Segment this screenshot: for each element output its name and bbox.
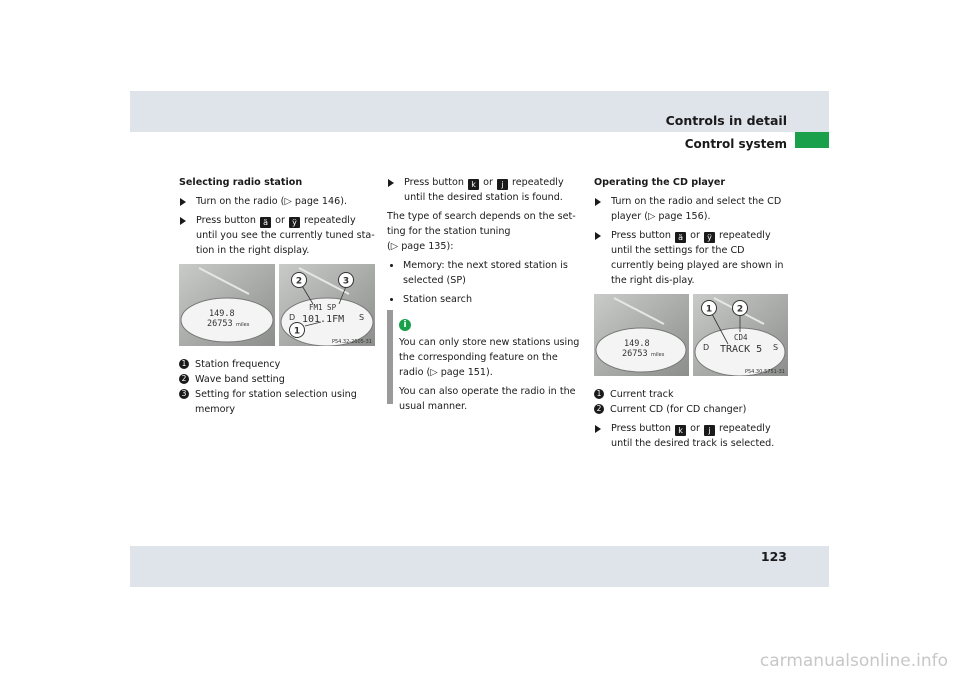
step-arrow-icon <box>595 198 601 206</box>
page-reference-arrow-icon: ▷ <box>284 196 292 207</box>
bullet-dot-icon <box>390 298 393 301</box>
step-arrow-icon <box>388 179 394 187</box>
step-press-track-button: Press button k or j repeatedly until the… <box>594 421 790 451</box>
heading-operating-cd-player: Operating the CD player <box>594 177 726 188</box>
callout-2-marker <box>291 272 307 288</box>
odometer-unit-text: miles <box>236 322 250 328</box>
column-cd-player: Operating the CD player Turn on the radi… <box>594 175 790 455</box>
bullet-dot-icon <box>390 264 393 267</box>
callout-2-marker <box>732 300 748 316</box>
info-note-bar <box>387 310 393 404</box>
display-letter-left: D <box>703 343 709 352</box>
left-display-window <box>180 297 274 343</box>
column-radio-station: Selecting radio station Turn on the radi… <box>179 175 377 417</box>
svg-text:1: 1 <box>294 327 300 337</box>
figure-code: P54.32-2605-31 <box>332 339 372 345</box>
display-key-right-icon: ÿ <box>703 232 715 243</box>
step-press-display-button: Press button ä or ÿ repeatedly until the… <box>594 228 790 288</box>
legend-number-2: 2 <box>179 374 189 384</box>
total-odometer-text: 26753 <box>207 319 233 329</box>
page-reference-arrow-icon: ▷ <box>647 211 656 222</box>
odometer-unit-text: miles <box>651 352 665 358</box>
legend-number-1: 1 <box>594 389 604 399</box>
display-letter-left: D <box>289 313 295 322</box>
radio-display-illustration: 149.8 26753 miles FM1 SP 101.1FM D S 2 3… <box>179 264 375 347</box>
header-band <box>130 91 829 132</box>
left-display-window <box>595 327 687 373</box>
chapter-tab-marker <box>795 132 829 148</box>
heading-selecting-radio-station: Selecting radio station <box>179 177 303 188</box>
callout-1-marker <box>289 322 305 338</box>
search-key-right-icon: j <box>496 179 508 190</box>
track-key-right-icon: j <box>703 425 715 436</box>
waveband-memory-text: FM1 SP <box>309 303 337 312</box>
page-number: 123 <box>760 549 787 564</box>
display-letter-right: S <box>359 313 364 322</box>
step-arrow-icon <box>595 425 601 433</box>
bullet-station-search: Station search <box>387 292 584 307</box>
page-reference-arrow-icon: ▷ <box>390 241 399 252</box>
legend-number-2: 2 <box>594 404 604 414</box>
svg-text:2: 2 <box>737 305 743 315</box>
display-key-left-icon: ä <box>260 217 272 228</box>
track-key-left-icon: k <box>675 425 687 436</box>
info-paragraph-2: You can also operate the radio in the us… <box>399 386 576 412</box>
legend-number-1: 1 <box>179 359 189 369</box>
radio-display-figure: 149.8 26753 miles FM1 SP 101.1FM D S 2 3… <box>179 264 377 351</box>
svg-text:1: 1 <box>706 305 712 315</box>
svg-text:3: 3 <box>343 277 349 287</box>
trip-odometer-text: 149.8 <box>209 309 235 319</box>
step-arrow-icon <box>595 232 601 240</box>
search-type-paragraph: The type of search depends on the set-ti… <box>387 211 576 252</box>
callout-3-marker <box>338 272 354 288</box>
display-key-right-icon: ÿ <box>288 217 300 228</box>
step-press-display-button: Press button ä or ÿ repeatedly until you… <box>179 213 377 258</box>
step-turn-on-radio: Turn on the radio (▷ page 146). <box>179 194 377 209</box>
station-frequency-text: 101.1FM <box>302 314 344 325</box>
step-arrow-icon <box>180 198 186 206</box>
display-key-left-icon: ä <box>675 232 687 243</box>
step-select-cd-player: Turn on the radio and select the CD play… <box>594 194 790 224</box>
cd-display-illustration: 149.8 26753 miles CD4 TRACK 5 D S 1 2 P5… <box>594 294 788 377</box>
section-title: Controls in detail <box>665 113 787 128</box>
step-arrow-icon <box>180 217 186 225</box>
column-station-search: Press button k or j repeatedly until the… <box>387 175 584 418</box>
info-note: i You can only store new stations using … <box>387 319 584 414</box>
trip-odometer-text: 149.8 <box>624 339 650 349</box>
legend-number-3: 3 <box>179 389 189 399</box>
figure-code: P54.30-5751-31 <box>745 369 785 375</box>
search-key-left-icon: k <box>468 179 480 190</box>
bullet-memory: Memory: the next stored station is selec… <box>387 258 584 288</box>
svg-text:2: 2 <box>296 277 302 287</box>
info-icon: i <box>399 319 411 331</box>
current-track-text: TRACK 5 <box>720 344 762 355</box>
footer-band <box>130 546 829 587</box>
info-paragraph-1: You can only store new stations using th… <box>399 337 580 378</box>
current-cd-text: CD4 <box>734 333 748 342</box>
watermark-text: carmanualsonline.info <box>759 651 948 671</box>
callout-1-marker <box>701 300 717 316</box>
total-odometer-text: 26753 <box>622 349 648 359</box>
step-press-search-button: Press button k or j repeatedly until the… <box>387 175 584 205</box>
display-letter-right: S <box>773 343 778 352</box>
page-reference-arrow-icon: ▷ <box>430 367 438 378</box>
cd-display-figure: 149.8 26753 miles CD4 TRACK 5 D S 1 2 P5… <box>594 294 790 381</box>
subsection-title: Control system <box>684 137 787 151</box>
